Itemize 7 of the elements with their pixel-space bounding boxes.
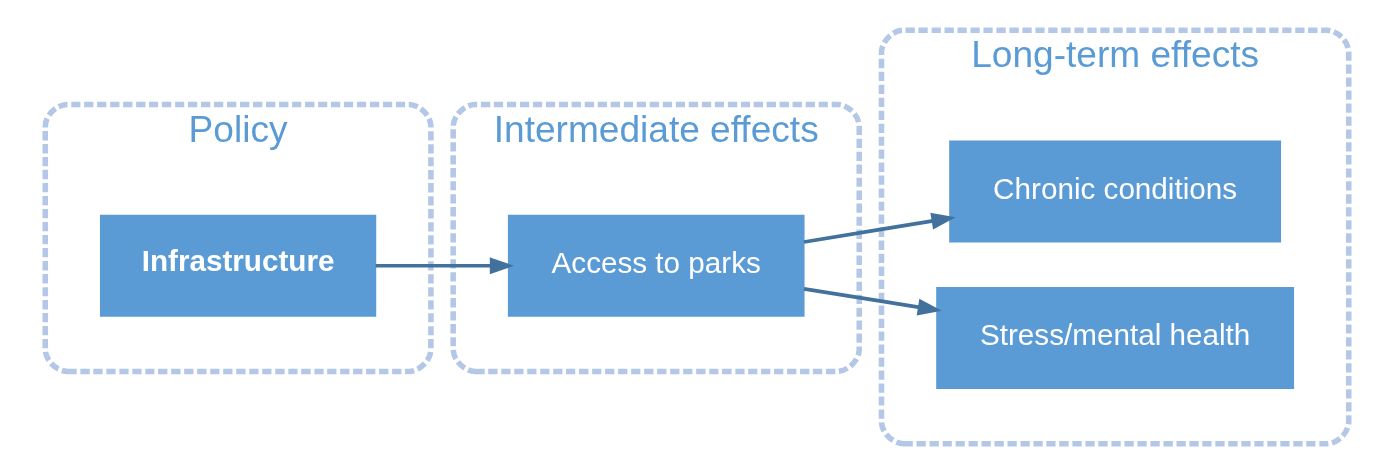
node-box: Chronic conditions [948,140,1281,243]
node-box: Access to parks [507,214,805,317]
node-box: Stress/mental health [935,287,1294,390]
node-box: Infrastructure [99,214,376,317]
arrow [375,257,514,275]
arrow [803,287,942,316]
arrow [803,212,956,244]
